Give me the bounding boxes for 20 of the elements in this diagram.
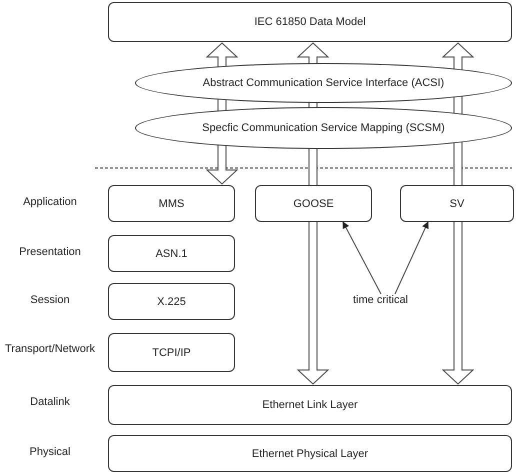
layer-label: Physical [28, 446, 72, 458]
layer-box: MMS [108, 185, 235, 222]
layer-label: Presentation [18, 246, 82, 258]
layer-box: SV [400, 185, 514, 222]
layer-box: TCPI/IP [108, 333, 235, 372]
layer-label: Datalink [29, 396, 71, 408]
layer-box: Ethernet Physical Layer [108, 435, 512, 472]
layer-box: IEC 61850 Data Model [108, 2, 512, 42]
arrow [394, 221, 429, 294]
note-text: time critical [353, 294, 408, 306]
layer-label: Transport/Network [4, 343, 96, 355]
arrow [342, 221, 382, 294]
layer-box: ASN.1 [108, 235, 235, 272]
layer-box: Ethernet Link Layer [108, 385, 512, 425]
layer-label: Application [22, 196, 78, 208]
interface-ellipse: Abstract Communication Service Interface (ACSI) [135, 63, 512, 103]
layer-label: Session [29, 294, 71, 306]
layer-box: X.225 [108, 283, 235, 320]
interface-ellipse: Specfic Communication Service Mapping (SCSM) [135, 107, 512, 149]
layer-box: GOOSE [255, 185, 372, 222]
